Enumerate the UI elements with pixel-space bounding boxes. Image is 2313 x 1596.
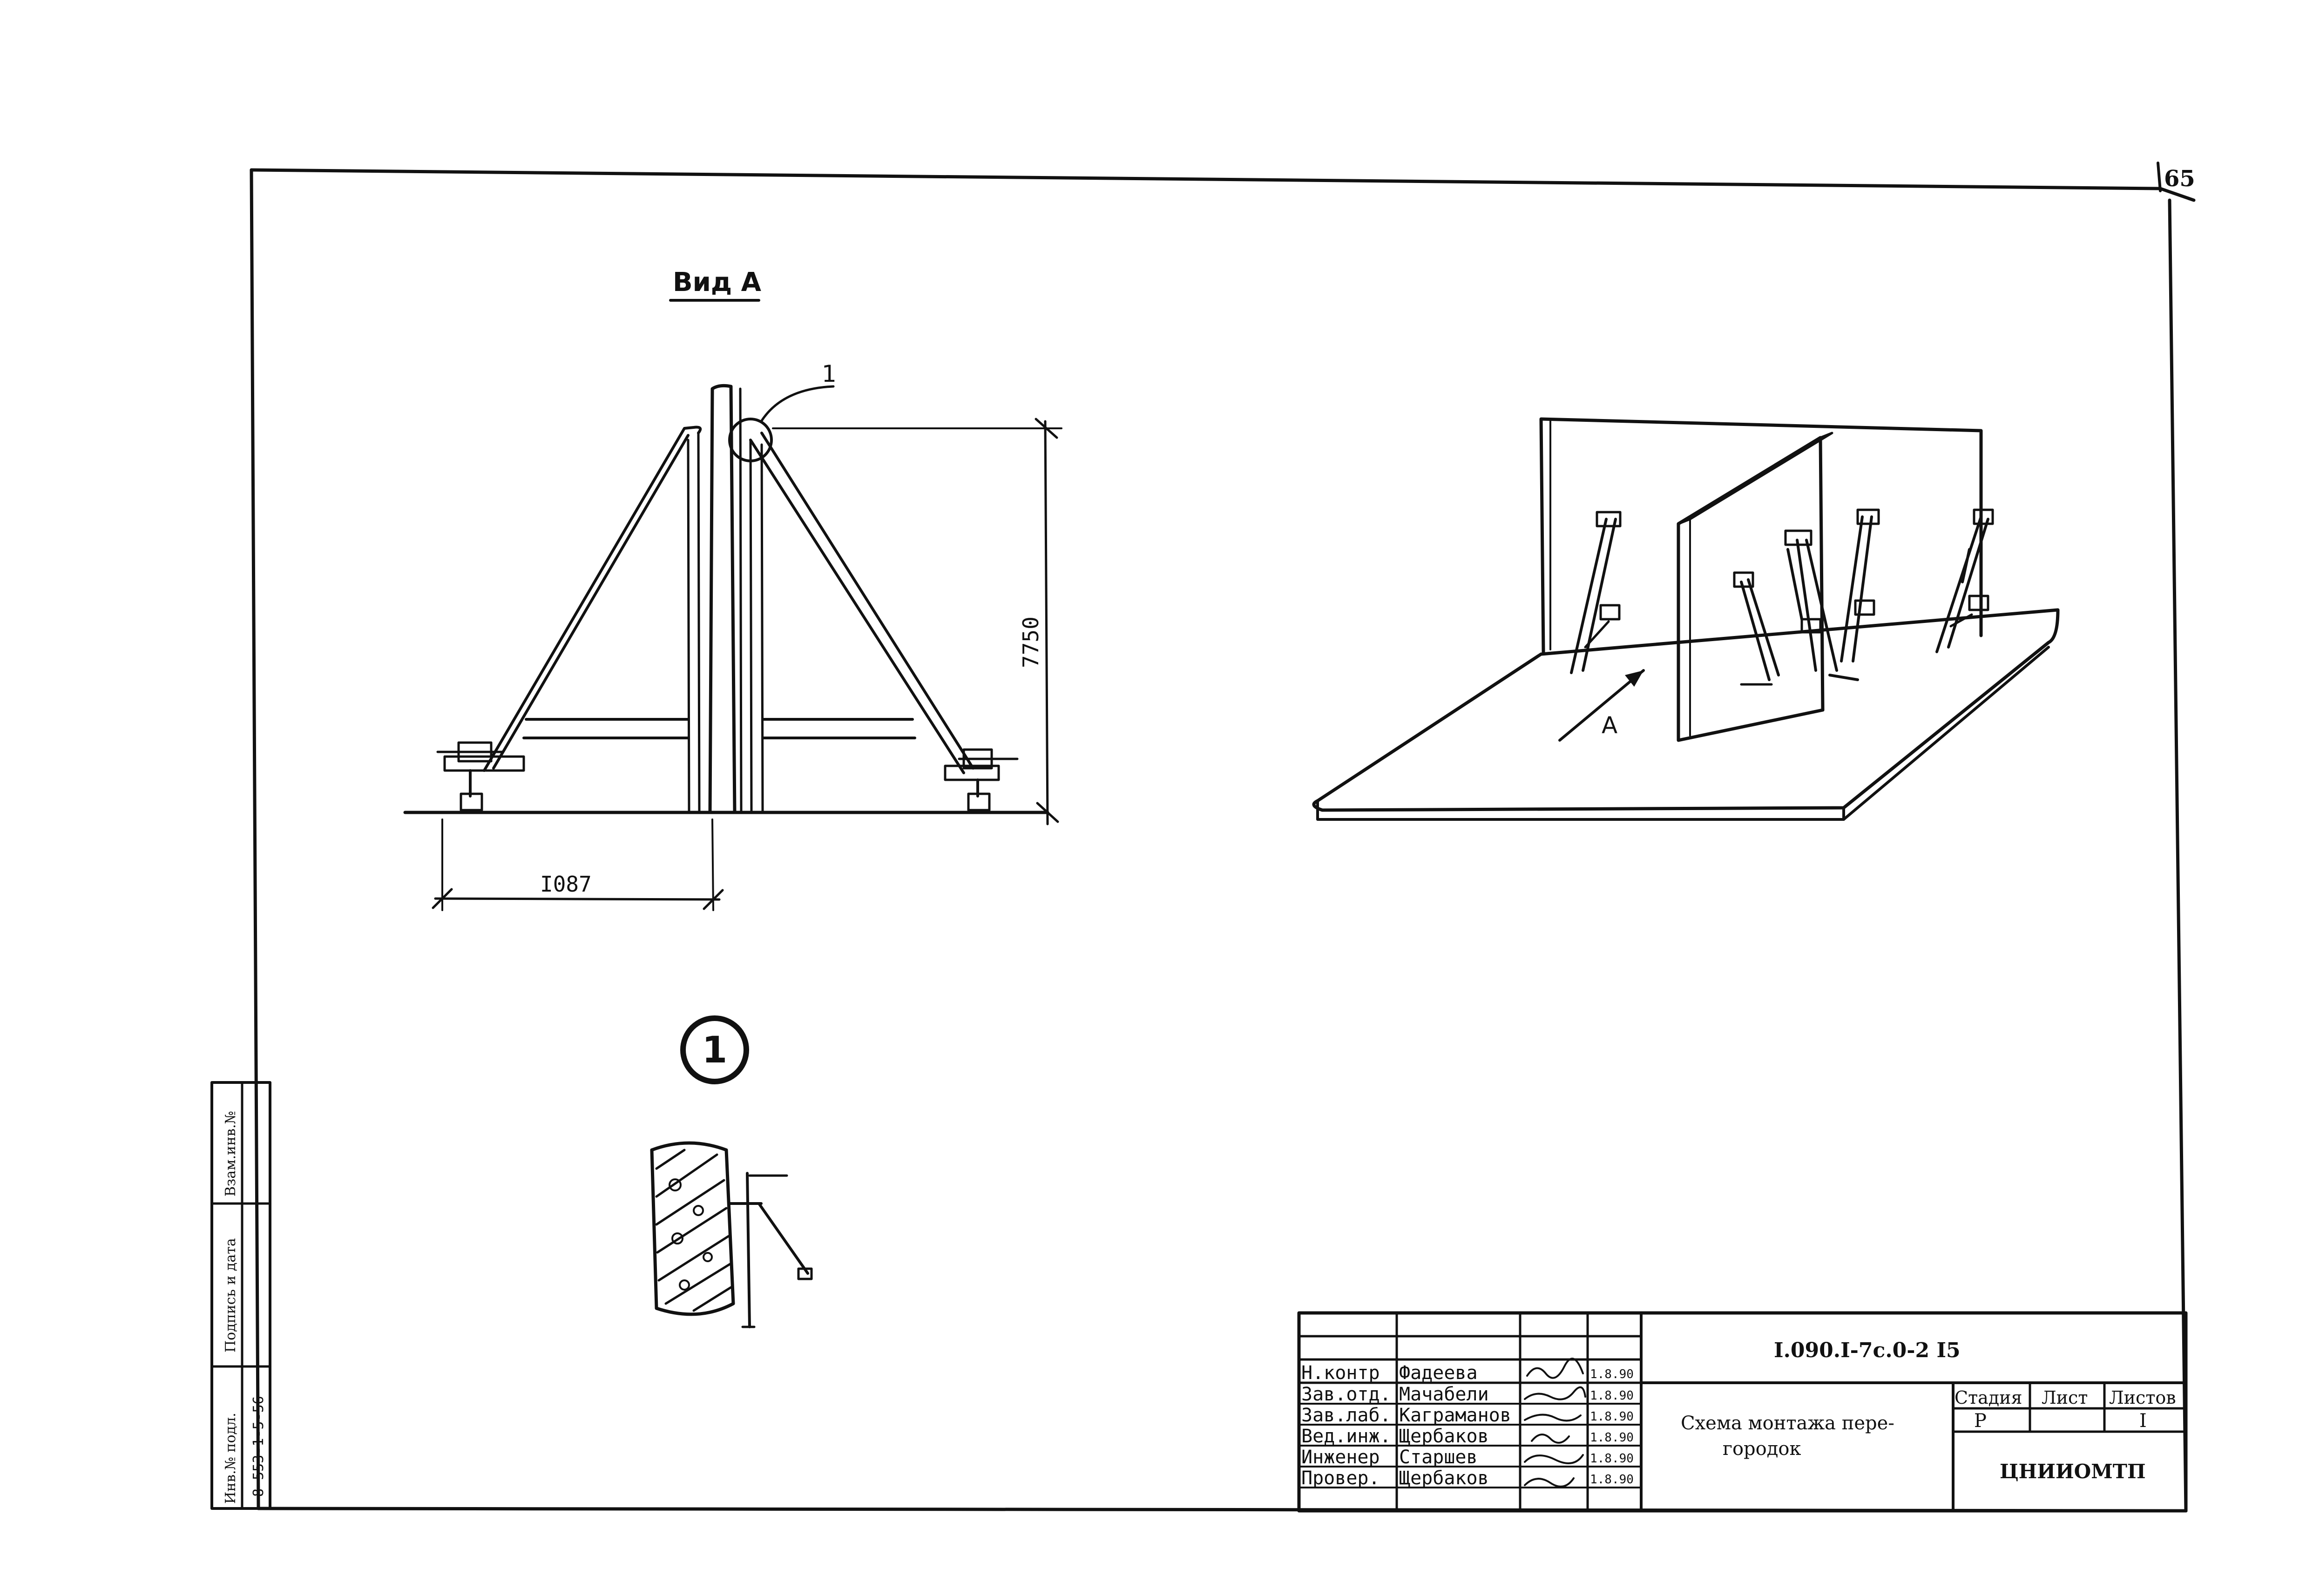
isometric-assembly-view: А	[1312, 417, 2060, 821]
header-stage: Стадия	[1955, 1387, 2022, 1408]
page-number: 65	[2164, 166, 2195, 192]
left-anchor-clamp	[436, 741, 525, 812]
row-role-5: Инженер	[1301, 1447, 1380, 1468]
row-name-4: Щербаков	[1399, 1426, 1489, 1447]
side-stamp: Взам.инв.№ Подпись и дата Инв.№ подл. 8-…	[210, 1081, 271, 1510]
signatures	[1524, 1358, 1586, 1488]
row-date-4: 1.8.90	[1590, 1431, 1634, 1445]
header-sheets: Листов	[2109, 1387, 2176, 1408]
row-date-6: 1.8.90	[1590, 1473, 1634, 1487]
row-role-3: Зав.лаб.	[1301, 1405, 1391, 1426]
drawing-frame	[250, 162, 2196, 1513]
title-block: Н.контр Фадеева 1.8.90 Зав.отд. Мачабели…	[1297, 1311, 2188, 1513]
view-arrow-label: А	[1602, 712, 1617, 739]
detail-leader-label: 1	[822, 360, 837, 387]
row-role-1: Н.контр	[1301, 1362, 1380, 1384]
view-a-title: Вид А	[673, 267, 762, 298]
value-sheets: I	[2139, 1410, 2147, 1432]
row-role-4: Вед.инж.	[1301, 1426, 1391, 1447]
side-stamp-inventory: Инв.№ подл.	[223, 1413, 239, 1504]
row-role-2: Зав.отд.	[1301, 1384, 1391, 1405]
row-name-2: Мачабели	[1399, 1384, 1489, 1405]
header-sheet: Лист	[2042, 1387, 2088, 1408]
view-a-drawing: Вид А	[403, 267, 1062, 911]
side-stamp-signature: Подпись и дата	[223, 1238, 239, 1353]
document-code: I.090.I-7c.0-2 I5	[1774, 1339, 1961, 1362]
row-date-1: 1.8.90	[1590, 1367, 1634, 1381]
value-stage: Р	[1974, 1410, 1987, 1432]
drawing-name-line2: городок	[1723, 1438, 1801, 1460]
row-name-1: Фадеева	[1399, 1362, 1478, 1384]
row-name-3: Каграманов	[1399, 1405, 1511, 1426]
detail-1-drawing: 1	[650, 1015, 813, 1328]
drawing-name-line1: Схема монтажа пере-	[1681, 1413, 1894, 1434]
dimension-height: 7750	[1018, 616, 1043, 668]
row-role-6: Провер.	[1301, 1468, 1380, 1489]
detail-callout-number: 1	[702, 1029, 727, 1071]
dimension-width: I087	[540, 872, 592, 897]
row-date-3: 1.8.90	[1590, 1410, 1634, 1424]
row-name-6: Щербаков	[1399, 1468, 1489, 1489]
right-anchor-clamp	[944, 748, 1019, 812]
row-date-2: 1.8.90	[1590, 1389, 1634, 1403]
row-name-5: Старшев	[1399, 1447, 1478, 1468]
organization-name: ЦНИИОМТП	[2000, 1460, 2146, 1483]
row-date-5: 1.8.90	[1590, 1452, 1634, 1466]
side-stamp-inv-number: 8-553-1-5-56	[250, 1396, 267, 1497]
side-stamp-replacement: Взам.инв.№	[223, 1111, 239, 1197]
